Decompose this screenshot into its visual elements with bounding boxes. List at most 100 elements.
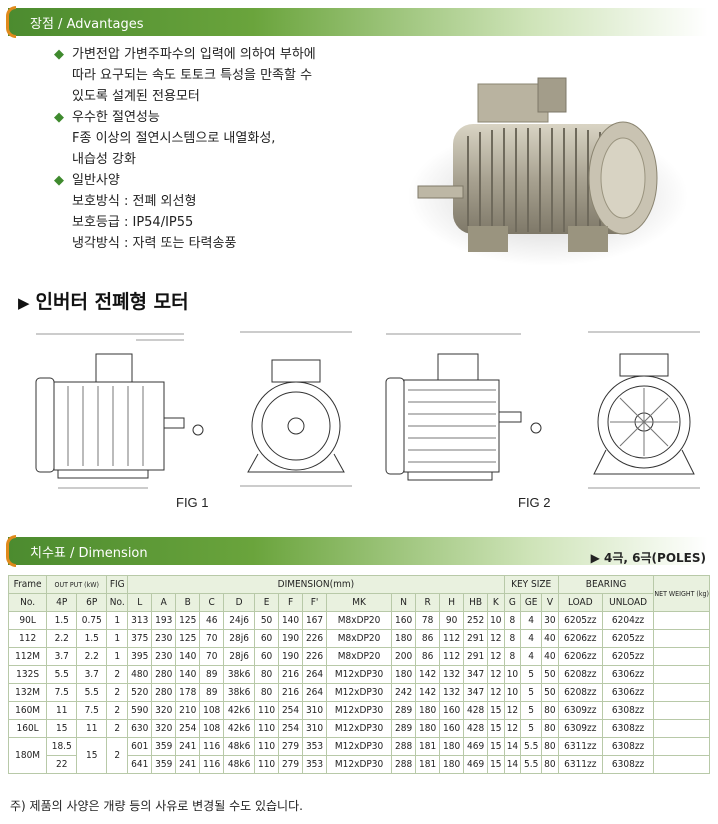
table-cell: 6205zz	[601, 629, 655, 648]
advantages-list: ◆가변전압 가변주파수의 입력에 의하여 부하에 따라 요구되는 속도 토토크 …	[54, 44, 434, 254]
table-cell: 5	[520, 665, 542, 684]
table-cell: 110	[254, 701, 280, 720]
table-cell: M8xDP20	[326, 647, 393, 666]
table-cell: 264	[302, 683, 328, 702]
table-cell	[653, 647, 710, 666]
table-cell: 190	[278, 647, 304, 666]
table-cell: 38k6	[223, 665, 256, 684]
advantage-line: F종 이상의 절연시스템으로 내열화성,	[72, 131, 276, 146]
table-cell: 132	[439, 665, 465, 684]
table-cell: 12	[487, 647, 505, 666]
table-cell	[653, 629, 710, 648]
table-cell: M12xDP30	[326, 701, 393, 720]
column-header: MK	[326, 593, 393, 612]
table-cell	[653, 737, 710, 756]
table-cell: 6311zz	[557, 737, 603, 756]
table-cell: 140	[175, 647, 201, 666]
table-cell: 110	[254, 737, 280, 756]
table-cell: 12	[503, 701, 522, 720]
table-cell: 80	[254, 665, 280, 684]
table-cell: 6308zz	[601, 755, 655, 774]
table-cell: 24j6	[223, 611, 256, 630]
header-bracket-icon	[6, 535, 16, 567]
fig-header: FIG	[106, 575, 129, 594]
table-cell: 112	[439, 647, 465, 666]
table-cell	[653, 683, 710, 702]
table-cell: 5.5	[520, 755, 542, 774]
table-cell: 6205zz	[557, 611, 603, 630]
column-header: N	[391, 593, 417, 612]
advantage-line: 내습성 강화	[72, 152, 136, 167]
diamond-bullet-icon: ◆	[54, 110, 64, 125]
table-cell: 160	[391, 611, 417, 630]
table-cell: 180	[415, 719, 441, 738]
fig1-caption: FIG 1	[176, 495, 209, 510]
frame-header: Frame	[7, 575, 48, 594]
dimension-drawings	[35, 331, 700, 489]
table-cell: 226	[302, 629, 328, 648]
table-cell: 1	[106, 647, 129, 666]
table-cell: 90L	[7, 611, 48, 630]
table-cell: 280	[151, 683, 177, 702]
table-cell: 0.75	[76, 611, 108, 630]
table-cell: 8	[503, 629, 522, 648]
table-cell: 4	[520, 611, 542, 630]
table-cell: 110	[254, 719, 280, 738]
table-cell: 291	[463, 629, 489, 648]
table-cell: 353	[302, 737, 328, 756]
table-cell: 601	[127, 737, 153, 756]
table-cell: 320	[151, 701, 177, 720]
diamond-bullet-icon: ◆	[54, 47, 64, 62]
table-cell	[653, 611, 710, 630]
table-cell: 89	[199, 683, 225, 702]
table-cell: 1	[106, 611, 129, 630]
table-cell: 8	[503, 611, 522, 630]
table-cell: 7.5	[46, 683, 78, 702]
table-cell: 289	[391, 719, 417, 738]
table-cell: 375	[127, 629, 153, 648]
table-cell: 160M	[7, 701, 48, 720]
table-cell: 590	[127, 701, 153, 720]
column-header: E	[254, 593, 280, 612]
table-cell: 216	[278, 665, 304, 684]
table-cell: 230	[151, 647, 177, 666]
table-cell: 108	[199, 701, 225, 720]
table-cell: 46	[199, 611, 225, 630]
table-cell: M12xDP30	[326, 737, 393, 756]
table-cell: 216	[278, 683, 304, 702]
output-header: OUT PUT (kW)	[46, 575, 108, 594]
table-cell: 2	[106, 665, 129, 684]
table-cell: 10	[503, 665, 522, 684]
table-cell: 15	[487, 755, 505, 774]
table-cell: 241	[175, 737, 201, 756]
table-cell: 347	[463, 683, 489, 702]
column-header: G	[503, 593, 522, 612]
table-cell: 280	[151, 665, 177, 684]
table-cell	[653, 719, 710, 738]
table-cell: 428	[463, 719, 489, 738]
table-cell: M12xDP30	[326, 683, 393, 702]
column-header: B	[175, 593, 201, 612]
table-cell: 264	[302, 665, 328, 684]
table-cell: 80	[254, 683, 280, 702]
column-header: L	[127, 593, 153, 612]
table-cell: 6309zz	[557, 719, 603, 738]
table-cell: 80	[540, 737, 559, 756]
table-cell: 50	[540, 683, 559, 702]
table-cell: 230	[151, 629, 177, 648]
table-cell: 178	[175, 683, 201, 702]
column-header: H	[439, 593, 465, 612]
diamond-bullet-icon: ◆	[54, 173, 64, 188]
table-cell: 80	[540, 701, 559, 720]
table-cell: 8	[503, 647, 522, 666]
table-cell: 40	[540, 629, 559, 648]
table-cell: 40	[540, 647, 559, 666]
table-cell: 2	[106, 701, 129, 720]
table-cell: M12xDP30	[326, 755, 393, 774]
table-cell: 5.5	[76, 683, 108, 702]
column-header: No.	[106, 593, 129, 612]
footnote: 주) 제품의 사양은 개량 등의 사유로 변경될 수도 있습니다.	[10, 799, 303, 813]
table-cell: M12xDP30	[326, 665, 393, 684]
table-cell: 254	[175, 719, 201, 738]
